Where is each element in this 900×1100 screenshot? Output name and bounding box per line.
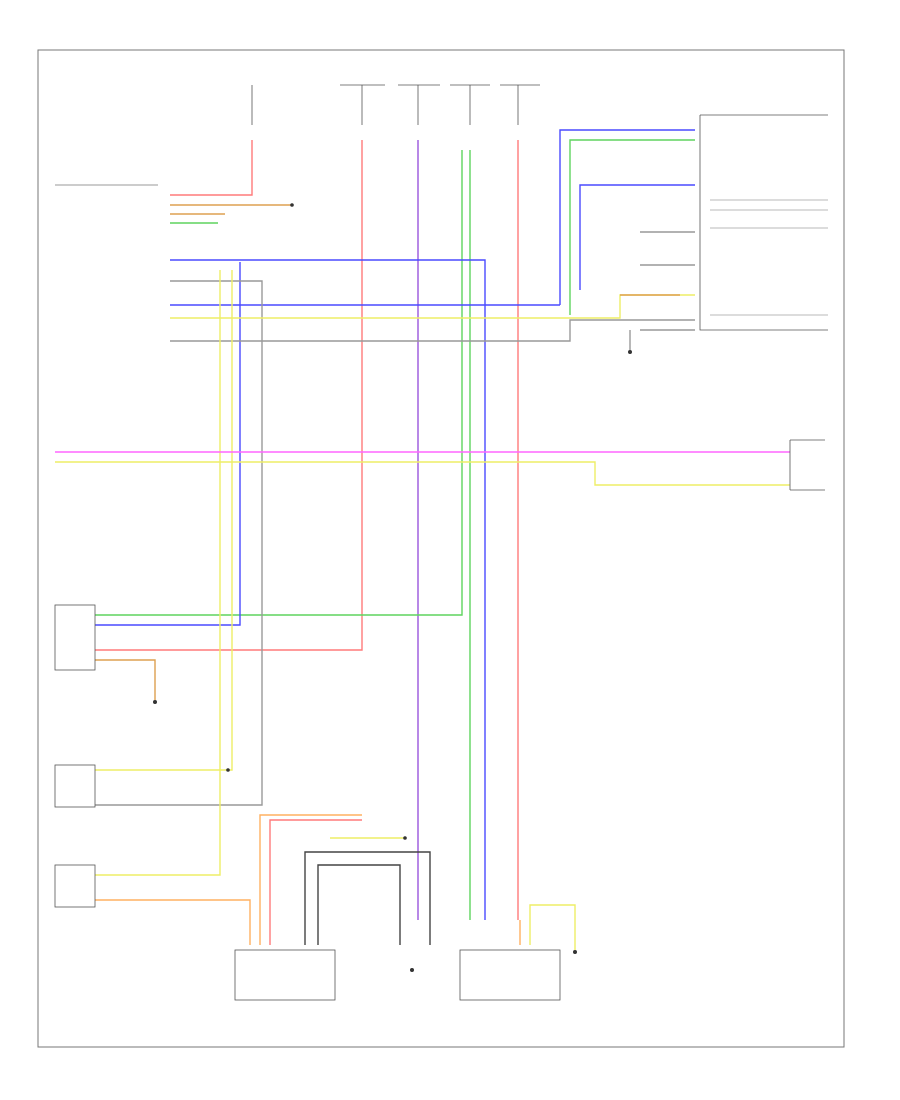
wire-orange-5 (95, 899, 251, 945)
ground-symbol-1 (628, 350, 632, 354)
wire-yellow-long (55, 461, 790, 486)
wire-dark-2 (317, 864, 401, 945)
ground-symbol-4 (410, 968, 414, 972)
wires (55, 129, 790, 950)
wire-gray-2 (170, 319, 695, 342)
wire-blue-5 (95, 262, 241, 626)
left-sensor-box-3 (54, 864, 96, 908)
wire-yellow-1 (170, 294, 695, 319)
bottom-module-left (234, 949, 336, 1001)
splice-dot-1 (290, 203, 294, 207)
ground-symbol-2 (153, 700, 157, 704)
wire-green-2 (95, 150, 463, 616)
wire-green-4 (569, 139, 695, 315)
wire-dark-1 (304, 851, 431, 945)
wire-red-2 (95, 140, 363, 651)
fuse-group (251, 84, 540, 125)
bottom-module-right (459, 949, 561, 1001)
wire-blue-1 (559, 129, 695, 305)
wire-blue-2 (579, 184, 695, 290)
diagram-frame (37, 49, 845, 1048)
wire-gray-1 (95, 280, 263, 806)
wire-yellow-2 (95, 270, 233, 771)
wire-yellow-3 (95, 270, 221, 876)
wire-red-1 (170, 140, 253, 196)
splice-dot-2 (226, 768, 230, 772)
wire-orange-6 (259, 814, 362, 945)
wire-red-4 (269, 819, 362, 945)
wire-blue-4 (170, 259, 486, 920)
splice-dot-3 (403, 836, 407, 840)
wire-orange-4 (95, 659, 156, 700)
left-sensor-box-2 (54, 764, 96, 808)
ground-symbol-3 (573, 950, 577, 954)
left-sensor-box-1 (54, 604, 96, 671)
right-upper-module (699, 114, 828, 331)
right-sensor (789, 439, 825, 491)
components (54, 84, 828, 1001)
wire-yellow-5 (529, 904, 576, 950)
